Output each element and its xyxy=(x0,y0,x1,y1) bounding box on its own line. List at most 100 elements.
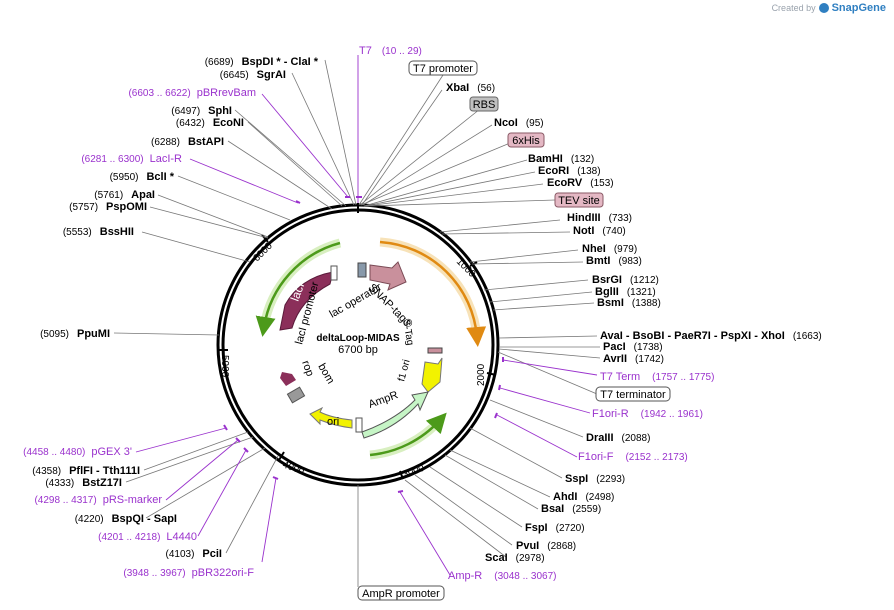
enzyme-label: (4358)PflFI - Tth111I xyxy=(32,465,140,477)
leader-t7-terminator xyxy=(497,351,598,395)
tev-site-label: TEV site xyxy=(558,195,600,207)
leader-avrii xyxy=(498,348,601,359)
enzyme-labels-left: (6689)BspDI * - ClaI * (6645)SgrAI (6497… xyxy=(32,56,319,560)
leader-draiii xyxy=(489,399,584,438)
primer-label: Amp-R(3048 .. 3067) xyxy=(448,570,557,582)
primer-mark-amp-r xyxy=(397,490,404,493)
primer-label: (6281 .. 6300)LacI-R xyxy=(81,153,182,165)
leader-f1ori-r xyxy=(499,387,591,414)
enzyme-label: XbaI(56) xyxy=(446,82,495,94)
primer-mark-f1ori-f xyxy=(494,412,498,419)
primer-label: F1ori-R(1942 .. 1961) xyxy=(592,408,703,420)
enzyme-label: (5950)BclI * xyxy=(110,171,175,183)
leader-lines xyxy=(113,59,601,587)
leader-pspomi xyxy=(149,206,269,239)
leader-bstapi xyxy=(227,140,333,210)
leader-t7-promoter xyxy=(358,74,444,206)
primer-label: (4458 .. 4480)pGEX 3' xyxy=(23,446,132,458)
enzyme-label: AvaI - BsoBI - PaeR7I - PspXI - XhoI(166… xyxy=(600,330,822,342)
leader-pbrrevbam xyxy=(261,93,349,198)
enzyme-label: (5761)ApaI xyxy=(94,189,155,201)
lac-operator-feature xyxy=(357,262,367,278)
t7-promoter-box xyxy=(408,60,478,76)
tick-label-5000: 5000 xyxy=(219,355,230,378)
ori-feature xyxy=(309,406,353,429)
leader-bsai xyxy=(444,454,539,510)
leader-laci-r xyxy=(189,158,299,204)
snapgene-branding: Created by SnapGene xyxy=(772,2,886,14)
t7-promoter-label: T7 promoter xyxy=(413,63,473,75)
leader-6xhis xyxy=(360,142,511,206)
f1-ori-feature xyxy=(421,357,443,393)
leader-bstz17i xyxy=(125,436,254,483)
plasmid-name: deltaLoop-MIDAS xyxy=(316,333,400,344)
leader-bsmi xyxy=(492,302,595,311)
enzyme-label: EcoRI(138) xyxy=(538,165,601,177)
primer-labels: T7(10 .. 29) (6603 .. 6622)pBRrevBam (62… xyxy=(23,45,714,582)
leader-pcii xyxy=(225,455,279,554)
tick-mark-2000 xyxy=(486,372,497,376)
ampr-feature xyxy=(361,391,429,439)
primer-label: (3948 .. 3967)pBR322ori-F xyxy=(123,567,254,579)
leader-nhei xyxy=(469,249,579,263)
s-tag-label: S-Tag xyxy=(400,319,415,347)
leader-pbr322ori-f xyxy=(261,477,277,563)
ampr-promoter-label: AmpR promoter xyxy=(362,588,440,600)
leader-noti xyxy=(441,231,571,235)
enzyme-label: PacI(1738) xyxy=(603,341,663,353)
leader-xbai xyxy=(361,89,443,206)
enzyme-label: NotI(740) xyxy=(573,225,626,237)
bom-label: bom xyxy=(315,362,336,387)
laci-promoter-feature xyxy=(330,265,338,281)
leader-ahdi xyxy=(449,449,551,498)
plasmid-size: 6700 bp xyxy=(338,344,378,356)
leader-rbs xyxy=(359,104,486,206)
ori-label: ori xyxy=(327,416,339,428)
leader-bspqi xyxy=(145,447,266,519)
leader-bamhi xyxy=(363,159,528,207)
rbs-label: RBS xyxy=(473,99,496,111)
ampr-promoter-box xyxy=(357,585,445,601)
tev-site-box xyxy=(554,192,604,208)
enzyme-label: BglII(1321) xyxy=(595,286,656,298)
orf-arc-ampr xyxy=(369,412,447,457)
ampr-promoter-feature xyxy=(355,417,363,433)
tick-label-4000: 4000 xyxy=(281,459,306,477)
primer-label: (4201 .. 4218)L4440 xyxy=(98,531,197,543)
leader-bsrgi xyxy=(483,279,589,291)
primer-mark-laci-r xyxy=(295,200,301,204)
enzyme-label: (5095)PpuMI xyxy=(40,328,110,340)
orf-arc-laci xyxy=(255,241,341,337)
enzyme-label: BsmI(1388) xyxy=(597,297,661,309)
enzyme-label: BmtI(983) xyxy=(586,255,642,267)
leader-ncoi xyxy=(362,124,493,206)
enzyme-label: SspI(2293) xyxy=(565,473,625,485)
s-tag-feature xyxy=(427,347,443,354)
primer-label: (6603 .. 6622)pBRrevBam xyxy=(128,87,256,99)
primer-label: F1ori-F(2152 .. 2173) xyxy=(578,451,688,463)
enzyme-label: AhdI(2498) xyxy=(553,491,614,503)
enzyme-label: DraIII(2088) xyxy=(586,432,650,444)
leader-econi xyxy=(247,121,343,207)
enzyme-label: (4220)BspQI - SapI xyxy=(75,513,177,525)
tick-mark-3000 xyxy=(399,470,404,480)
leader-bsshii xyxy=(141,231,251,263)
leader-avai xyxy=(498,335,598,339)
primer-mark-f1ori-r xyxy=(498,384,501,391)
created-by-text: Created by xyxy=(771,3,816,13)
tick-mark-6000 xyxy=(261,234,269,243)
enzyme-label: AvrII(1742) xyxy=(603,353,664,365)
enzyme-label: (4103)PciI xyxy=(166,548,222,560)
enzyme-label: (4333)BstZ17I xyxy=(45,477,122,489)
leader-ecorv xyxy=(365,183,544,207)
enzyme-label: (6645)SgrAI xyxy=(220,69,286,81)
leader-apai xyxy=(157,194,269,238)
primer-label: (4298 .. 4317)pRS-marker xyxy=(34,494,162,506)
leader-sphi xyxy=(234,109,347,207)
leader-pflfi xyxy=(143,431,249,471)
ampr-label: AmpR xyxy=(367,389,400,411)
enzyme-label: ScaI(2978) xyxy=(485,552,545,564)
leader-t7-term xyxy=(502,359,598,376)
enzyme-label: BsrGI(1212) xyxy=(592,274,659,286)
